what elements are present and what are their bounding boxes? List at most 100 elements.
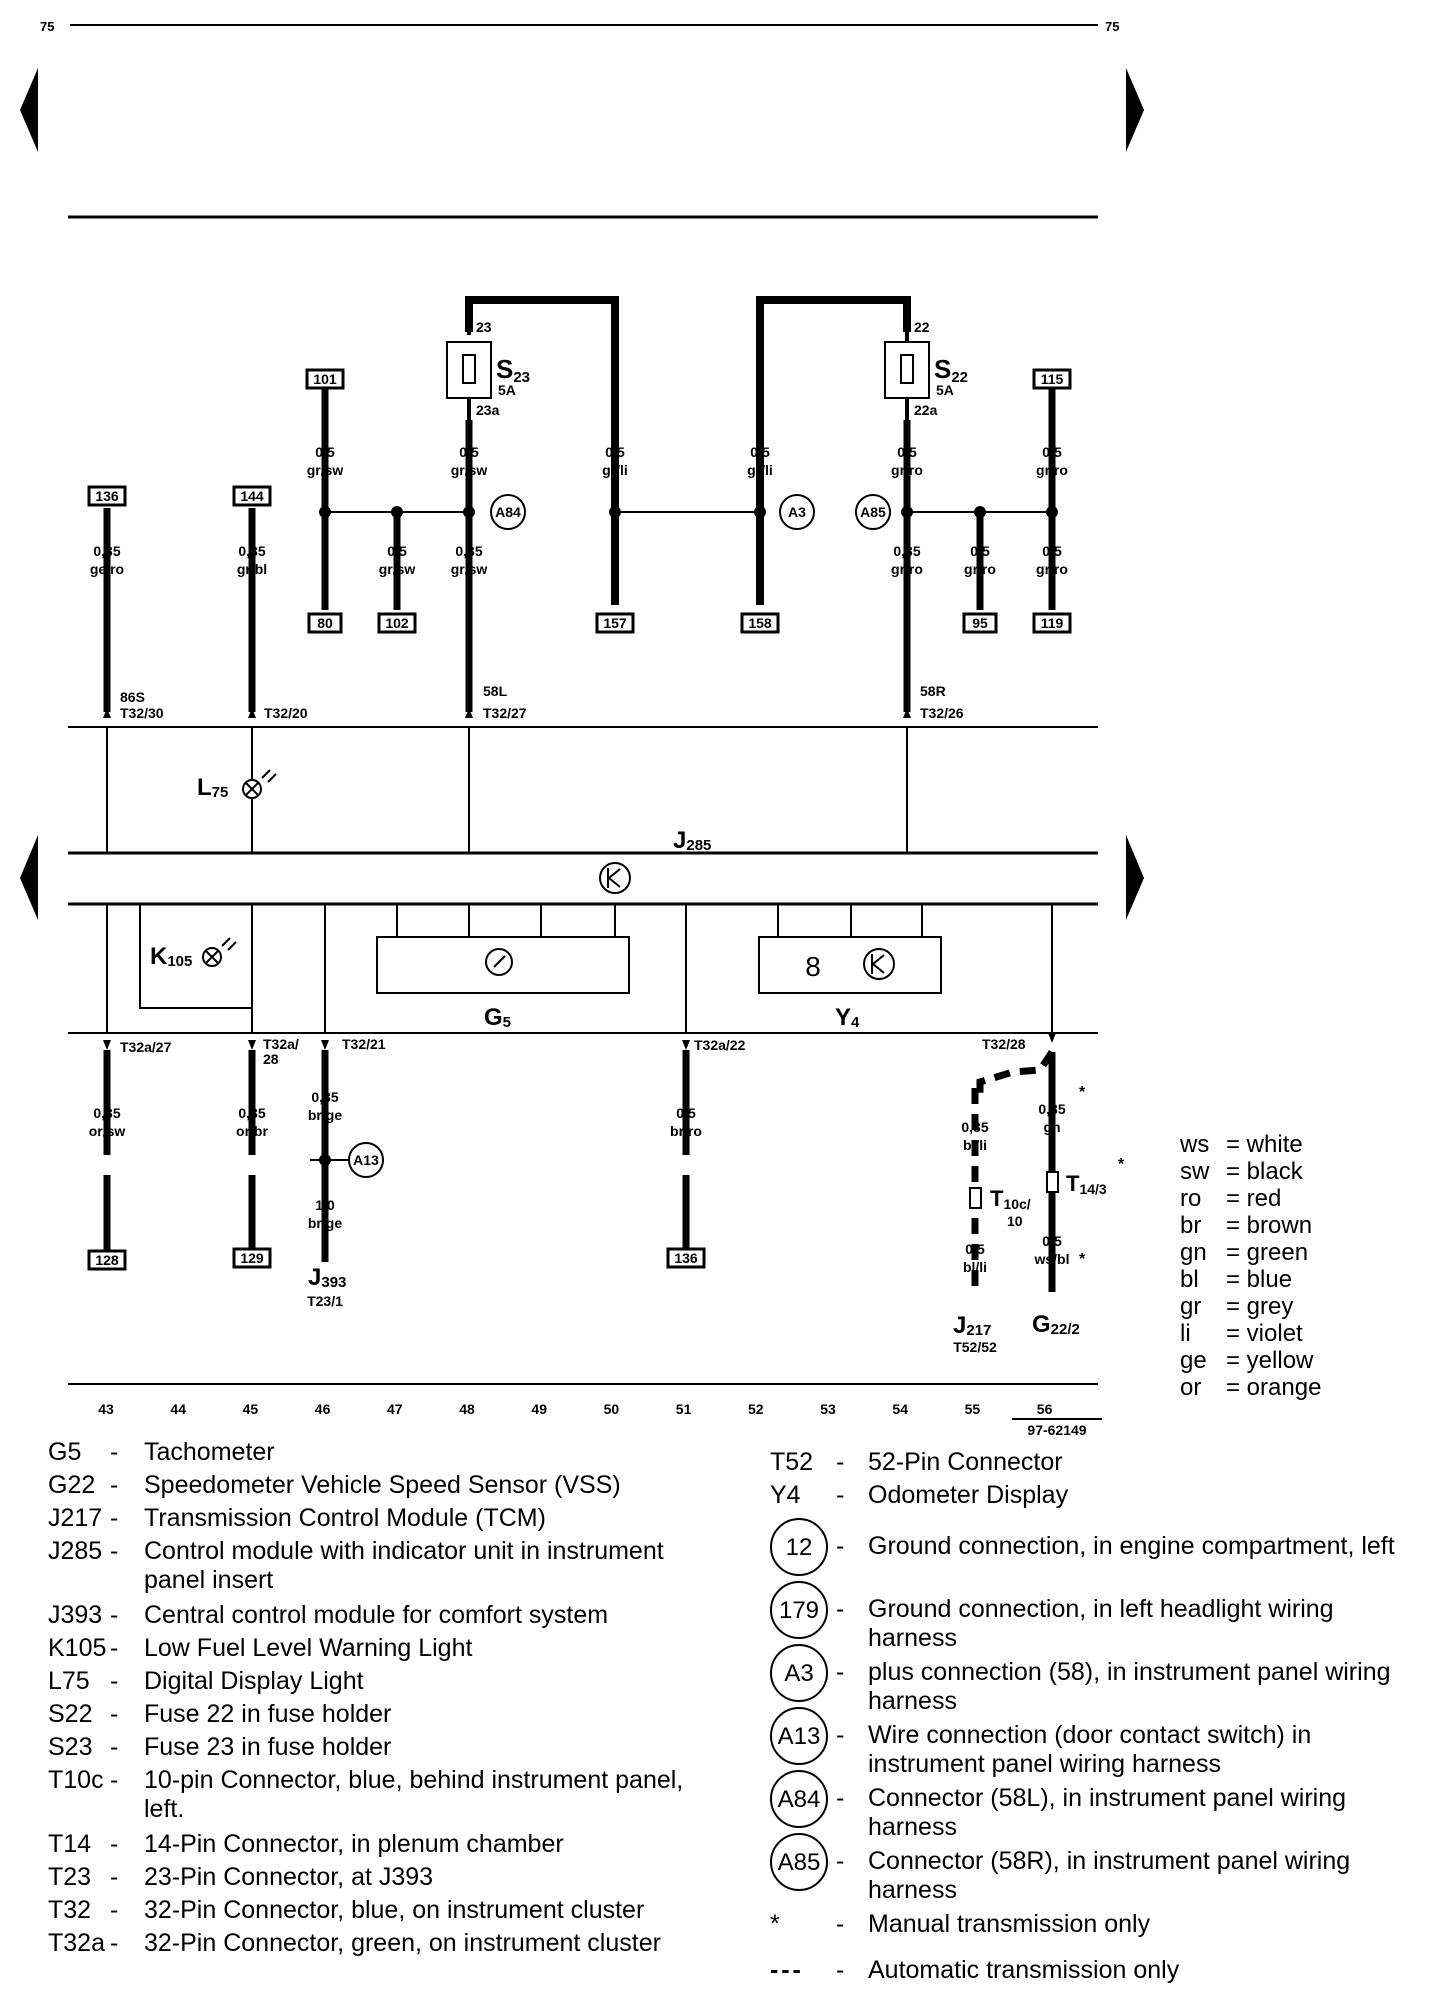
ground-or-splice-icon: 12 [770,1518,828,1576]
legend-code: Y4 [770,1481,801,1509]
wire-color-row: or= orange [1180,1374,1321,1401]
track-number: 47 [387,1401,403,1417]
wire-color-name: = white [1226,1131,1303,1158]
legend-desc: Manual transmission only [868,1910,1151,1938]
wire-color: gr/sw [379,561,416,577]
pin-label: T32/30 [120,705,164,721]
connection-box [87,485,127,507]
wire-color: br/ro [670,1123,702,1139]
wire-color-row: ge= yellow [1180,1347,1321,1374]
connection-box [740,612,780,634]
connection-label: 157 [603,615,627,631]
j217-label: J217 [953,1312,991,1339]
t10c-pin: 10 [1007,1213,1023,1229]
g22-label: G22/2 [1032,1311,1080,1338]
splice-a85-label: A85 [860,504,886,520]
legend-desc: Wire connection (door contact switch) in… [868,1721,1312,1778]
wire-gauge: 0,5 [676,1105,696,1121]
wire-color-name: = grey [1226,1293,1294,1320]
wire-color: gr/ro [891,462,923,478]
page-number-left: 75 [40,19,54,34]
fuse-s23-rating: 5A [498,382,516,398]
pin-label: T32a/22 [694,1037,746,1053]
legend-desc: Fuse 22 in fuse holder [144,1700,392,1728]
pin-label: T32/20 [264,705,308,721]
wire-gauge: 0,35 [93,543,120,559]
legend-dash: - [110,1863,119,1891]
y4-label: Y4 [835,1004,860,1031]
legend-code: K105 [48,1634,107,1662]
wire-gauge: 0,35 [455,543,482,559]
wire-color: br/ge [308,1215,342,1231]
wire-gauge: 0,5 [459,444,479,460]
dashed-line-icon: - - - [770,1956,801,1984]
wire-color-abbr: ro [1180,1185,1202,1212]
legend-desc: 14-Pin Connector, in plenum chamber [144,1830,564,1858]
next-page-arrow-icon[interactable] [1126,68,1144,152]
wire-color: or/sw [89,1123,126,1139]
manual-only-star: * [1079,1251,1086,1268]
legend-dash: - [110,1471,119,1499]
t14-connector-icon [1046,1171,1059,1193]
wire-color-abbr: ge [1180,1347,1207,1374]
pin-label: 86S [120,689,145,705]
wire-color-name: = orange [1226,1374,1322,1401]
wire-gauge: 0,5 [605,444,625,460]
next-section-arrow-icon[interactable] [1126,835,1144,920]
wire-gauge: 0,35 [238,1105,265,1121]
wire-gauge: 0,5 [387,543,407,559]
legend-desc: Ground connection, in engine compartment… [868,1532,1395,1560]
wire-gauge: 0,5 [970,543,990,559]
prev-page-arrow-icon[interactable] [20,68,38,152]
manual-only-star: * [1079,1084,1086,1101]
j393-pin: T23/1 [307,1293,343,1309]
legend-desc: 10-pin Connector, blue, behind instrumen… [144,1766,684,1823]
legend-desc: plus connection (58), in instrument pane… [868,1658,1391,1715]
connection-box [1032,368,1072,390]
track-number: 50 [604,1401,620,1417]
connection-box [305,368,345,390]
pin-label: T32/26 [920,705,964,721]
legend-dash: - [836,1658,845,1686]
prev-section-arrow-icon[interactable] [20,835,38,920]
odometer-digit-icon: 8 [805,951,821,982]
fuse-s23-holder [446,341,492,399]
ground-or-splice-icon: A3 [770,1644,828,1702]
connection-box [666,1247,706,1269]
wire-color: br/ge [308,1107,342,1123]
legend-dash: - [110,1601,119,1629]
wire-color: gr/li [747,462,773,478]
pin-label: 28 [263,1051,279,1067]
pin-label: T32/28 [982,1036,1026,1052]
wire-color-abbr: ws [1180,1131,1210,1158]
g5-tachometer-box [376,936,630,994]
legend-desc: Fuse 23 in fuse holder [144,1733,392,1761]
wire-color-row: sw= black [1180,1158,1321,1185]
wire-gauge: 0,5 [1042,444,1062,460]
wire-gauge: 0,35 [1038,1101,1065,1117]
connection-box [962,612,998,634]
legend-desc: Transmission Control Module (TCM) [144,1504,546,1532]
legend-code: J393 [48,1601,103,1629]
legend-desc: Ground connection, in left headlight wir… [868,1595,1334,1652]
l75-label: L75 [197,774,228,801]
pin-label: T32/27 [483,705,527,721]
manual-only-star: * [1118,1156,1125,1173]
track-number: 51 [676,1401,692,1417]
ground-or-splice-icon: 179 [770,1581,828,1639]
figure-id: 97-62149 [1027,1422,1087,1438]
splice-a3 [779,494,815,530]
t10c-connector-icon [969,1187,982,1209]
legend-dash: - [110,1766,119,1794]
wire-color: gr/li [602,462,628,478]
legend-dash: - [110,1700,119,1728]
wire-gauge: 0,5 [750,444,770,460]
legend-dash: - [836,1847,845,1875]
track-number: 54 [892,1401,908,1417]
wire-gauge: 0,35 [893,543,920,559]
wire-color-abbr: bl [1180,1266,1199,1293]
legend-code: T10c [48,1766,104,1794]
control-unit-icon [863,948,895,980]
legend-desc: Control module with indicator unit in in… [144,1537,664,1594]
wire-color-abbr: gr [1180,1293,1202,1320]
